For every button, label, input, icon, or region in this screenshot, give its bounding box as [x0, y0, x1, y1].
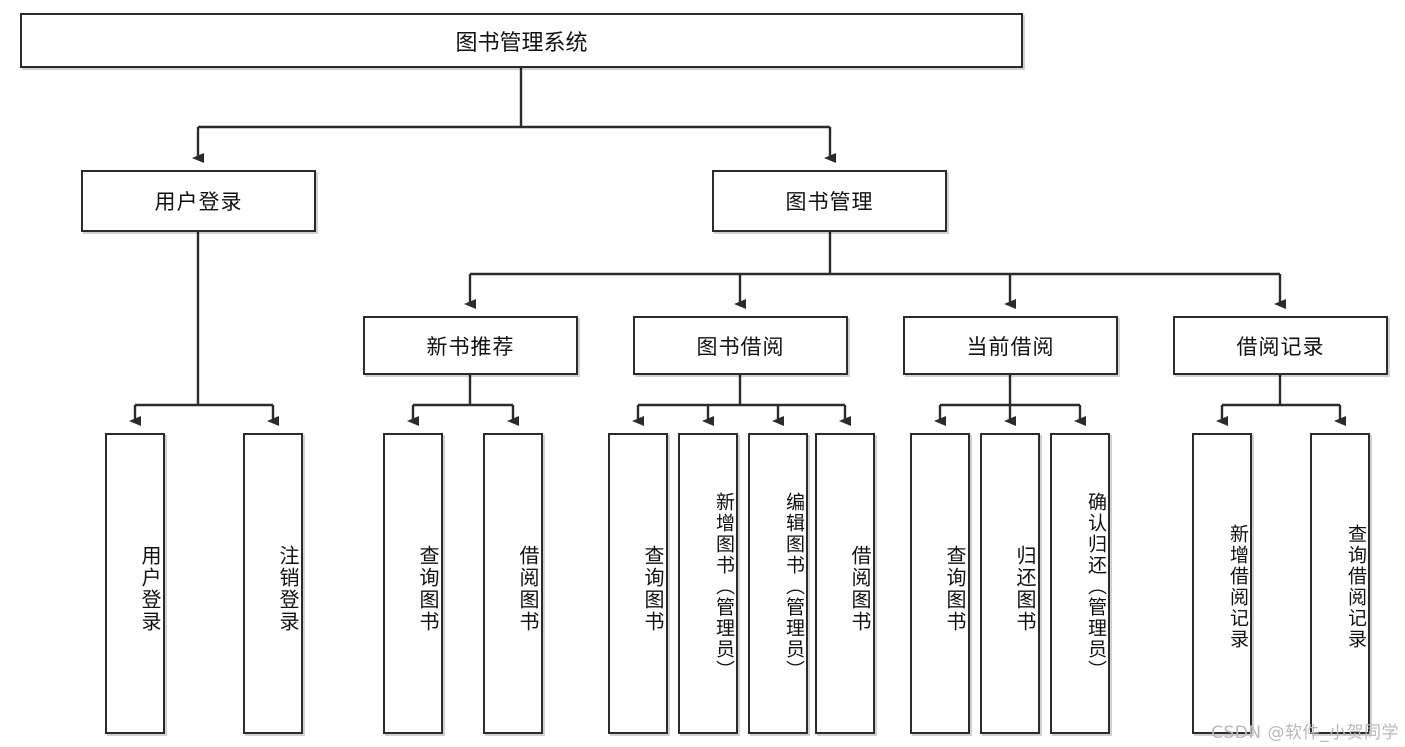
leaf-current-borrow-return-book[interactable]: 归还图书: [980, 433, 1040, 734]
node-label: 查询图书: [943, 544, 967, 633]
node-label: 图书管理: [785, 190, 874, 214]
node-new-book-recommend[interactable]: 新书推荐: [363, 316, 578, 375]
node-borrow-record[interactable]: 借阅记录: [1173, 316, 1388, 375]
node-label: 查询借阅记录: [1345, 523, 1367, 650]
node-label: 查询图书: [641, 544, 665, 633]
node-current-borrow[interactable]: 当前借阅: [903, 316, 1118, 375]
leaf-book-borrow-edit-book-admin[interactable]: 编辑图书（管理员）: [748, 433, 808, 734]
leaf-borrow-record-query-record[interactable]: 查询借阅记录: [1310, 433, 1370, 734]
node-label: 新书推荐: [426, 334, 515, 359]
node-label: 图书管理系统: [455, 30, 588, 56]
node-label: 用户登录: [154, 190, 243, 214]
node-label: 图书借阅: [696, 334, 785, 359]
node-label: 确认归还（管理员）: [1085, 492, 1107, 681]
node-user-login[interactable]: 用户登录: [81, 170, 316, 232]
leaf-borrow-record-add-record[interactable]: 新增借阅记录: [1192, 433, 1252, 734]
node-label: 用户登录: [138, 544, 162, 633]
node-label: 新增图书（管理员）: [713, 492, 735, 681]
node-label: 借阅图书: [848, 544, 872, 633]
leaf-user-login-login[interactable]: 用户登录: [105, 433, 165, 734]
leaf-book-borrow-borrow-book[interactable]: 借阅图书: [815, 433, 875, 734]
node-label: 借阅图书: [516, 544, 540, 633]
leaf-current-borrow-query-book[interactable]: 查询图书: [910, 433, 970, 734]
leaf-new-book-query-book[interactable]: 查询图书: [383, 433, 443, 734]
node-label: 归还图书: [1013, 544, 1037, 633]
node-label: 当前借阅: [966, 334, 1055, 359]
node-label: 注销登录: [276, 544, 300, 633]
leaf-user-login-logout[interactable]: 注销登录: [243, 433, 303, 734]
node-label: 编辑图书（管理员）: [783, 492, 805, 681]
node-label: 借阅记录: [1236, 334, 1325, 359]
node-book-management[interactable]: 图书管理: [712, 170, 947, 232]
leaf-book-borrow-add-book-admin[interactable]: 新增图书（管理员）: [678, 433, 738, 734]
leaf-book-borrow-query-book[interactable]: 查询图书: [608, 433, 668, 734]
leaf-current-borrow-confirm-return-admin[interactable]: 确认归还（管理员）: [1050, 433, 1110, 734]
node-label: 查询图书: [416, 544, 440, 633]
leaf-new-book-borrow-book[interactable]: 借阅图书: [483, 433, 543, 734]
node-root-book-management-system[interactable]: 图书管理系统: [20, 13, 1023, 68]
node-label: 新增借阅记录: [1227, 523, 1249, 650]
watermark-text: CSDN @软件_小贺同学: [1211, 723, 1399, 743]
node-book-borrow[interactable]: 图书借阅: [633, 316, 848, 375]
